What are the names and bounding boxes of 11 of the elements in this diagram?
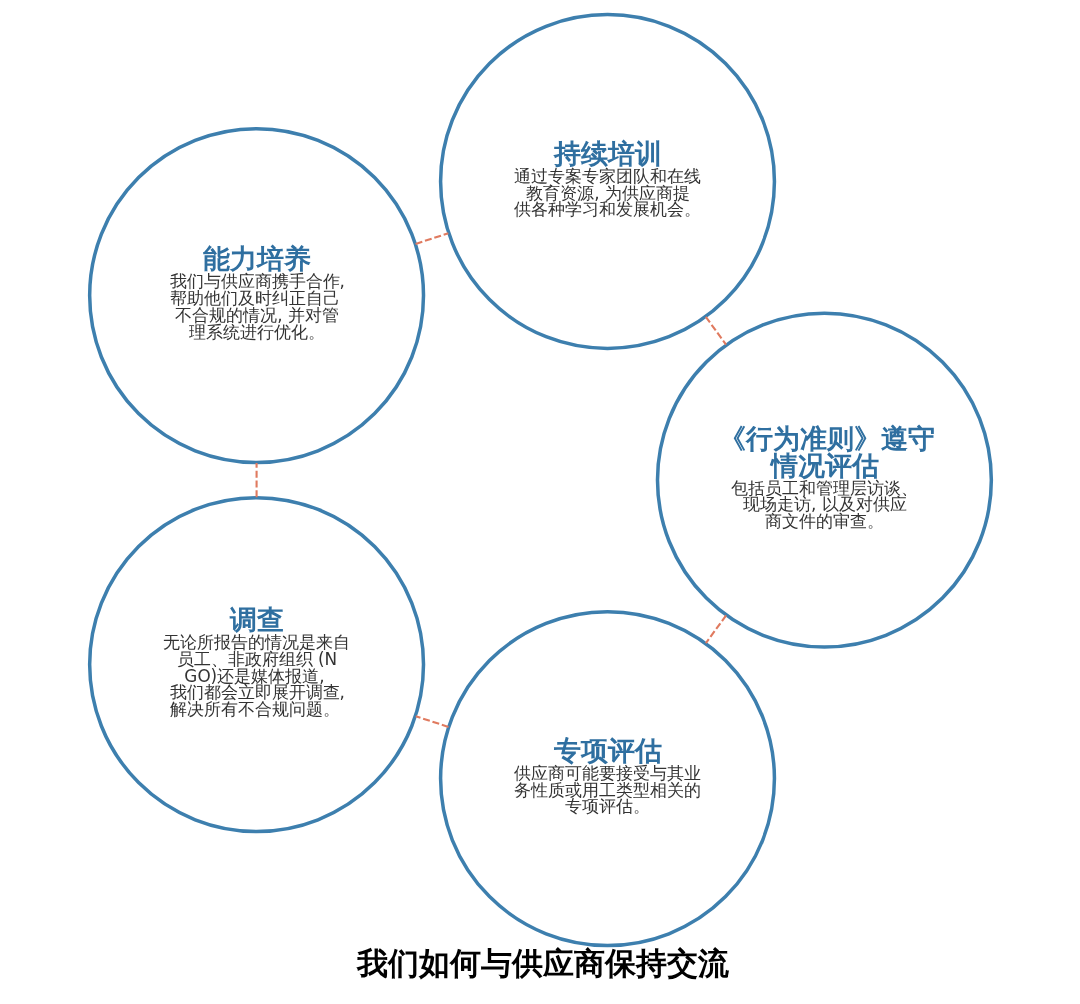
connector <box>255 462 258 497</box>
diagram-title: 我们如何与供应商保持交流 <box>356 944 729 981</box>
node-circle: 能力培养 我们与供应商携手合作, 帮助他们及时纠正自己不合规的情况, 并对管理系统进行优化。 <box>87 126 425 464</box>
node-circle: 《行为准则》遵守情况评估 包括员工和管理层访谈、现场走访, 以及对供应商文件的审查。 <box>655 310 993 649</box>
connector <box>414 231 449 245</box>
connector <box>414 714 449 728</box>
node-circle: 专项评估 供应商可能要接受与其业务性质或用工类型相关的专项评估。 <box>438 609 776 947</box>
node-circle: 调查 无论所报告的情况是来自员工、非政府组织 (NGO)还是媒体报道, 我们都会立即展开调查, 解决所有不合规问题。 <box>87 495 425 833</box>
node-circle: 持续培训 通过专案专家团队和在线教育资源, 为供应商提供各种学习和发展机会。 <box>438 12 776 350</box>
connector <box>704 614 727 644</box>
connector <box>704 315 727 345</box>
